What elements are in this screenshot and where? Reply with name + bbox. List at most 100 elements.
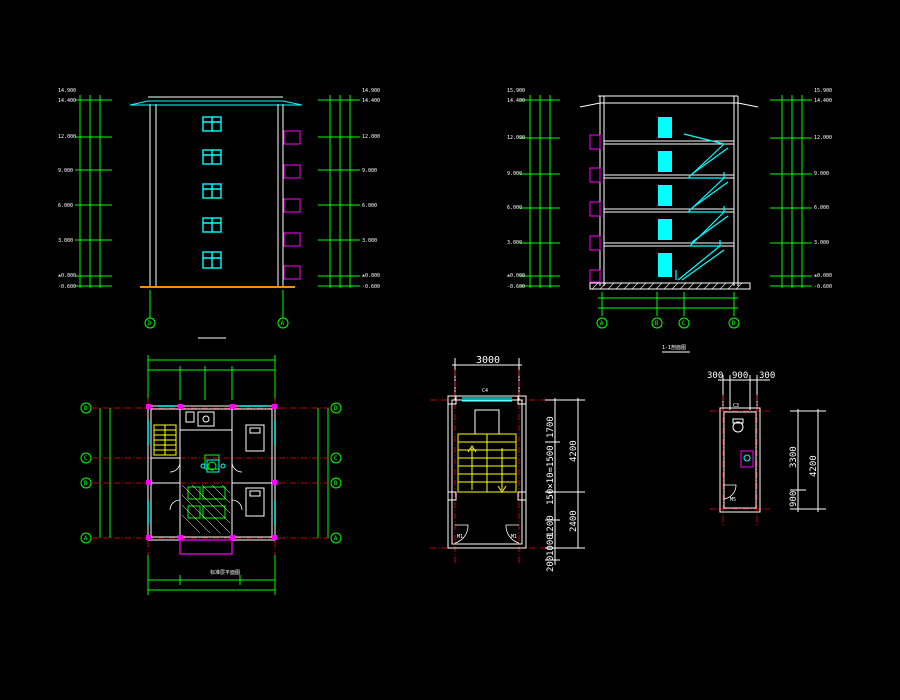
level-label: ±0.000	[58, 273, 76, 279]
section-drawing: 15.900 14.400 12.000 9.000 6.000 3.000 ±…	[507, 88, 832, 353]
level-label: 9.000	[507, 171, 522, 177]
axis-label-d: D	[148, 320, 152, 327]
level-label: -0.600	[362, 284, 380, 290]
axis-label: A	[84, 535, 88, 542]
level-label: 6.000	[362, 203, 377, 209]
level-label: 12.000	[362, 134, 380, 140]
axis-label: D	[84, 405, 88, 412]
level-label: 14.900	[58, 88, 76, 94]
toilet-fixtures	[732, 418, 754, 468]
plan-doors	[169, 461, 243, 511]
toilet-top-dim: 900	[732, 371, 748, 381]
plan-living-hatch	[181, 484, 231, 534]
stair-dim-labels: 1700 150×10=1500 1200 1000 200 4200 2400	[546, 416, 579, 572]
level-label: 3.000	[58, 238, 73, 244]
level-label: 14.400	[814, 98, 832, 104]
stair-right-dimensions	[545, 398, 585, 565]
level-label: 9.000	[814, 171, 829, 177]
toilet-top-dimension	[718, 375, 770, 410]
front-elevation: 14.900 14.400 12.000 9.000 6.000 3.000 ±…	[58, 88, 380, 339]
stair-top-dim: 3000	[476, 355, 500, 366]
section-windows	[658, 117, 672, 277]
plan-balcony	[179, 539, 233, 555]
stair-window-label: C4	[482, 388, 488, 394]
level-label: 12.000	[507, 135, 525, 141]
axis-label: A	[334, 535, 338, 542]
stair-door-label: M1	[457, 534, 463, 540]
section-stairs	[675, 133, 729, 281]
level-label: 15.900	[507, 88, 525, 94]
window	[202, 149, 222, 165]
level-label: 6.000	[507, 205, 522, 211]
dim-label: 1700	[546, 416, 556, 438]
plan-top-dimensions	[147, 355, 276, 400]
plan-kitchen	[185, 411, 215, 427]
level-label: 12.000	[814, 135, 832, 141]
elevation-right-levels: 14.900 14.400 12.000 9.000 6.000 3.000 ±…	[362, 88, 380, 290]
toilet-dim-upper: 3300	[789, 446, 799, 468]
axis-label: C	[84, 455, 88, 462]
elevation-windows	[202, 116, 222, 269]
toilet-dim-total: 4200	[809, 455, 819, 477]
level-label: 6.000	[58, 203, 73, 209]
level-label: -0.600	[814, 284, 832, 290]
dim-label: 2400	[569, 510, 579, 532]
dim-label: 1200	[546, 515, 556, 537]
toilet-door	[723, 484, 737, 500]
dim-label: 200	[546, 556, 556, 572]
elevation-left-dimensions	[75, 95, 112, 288]
level-label: -0.600	[58, 284, 76, 290]
elevation-roof-eave	[129, 100, 303, 106]
level-label: 12.000	[58, 134, 76, 140]
toilet-top-dim: 300	[707, 371, 723, 381]
section-right-levels: 15.900 14.400 12.000 9.000 6.000 3.000 ±…	[814, 88, 832, 290]
stair-flights	[457, 433, 517, 493]
toilet-detail: 300 900 300 C3 M5 3300 90	[707, 371, 826, 525]
section-axis-markers: A B C D	[596, 317, 740, 329]
plan-beds	[245, 424, 265, 517]
axis-label: A	[600, 320, 604, 327]
elevation-axis-markers: D A	[144, 290, 289, 339]
axis-label: D	[732, 320, 736, 327]
section-left-levels: 15.900 14.400 12.000 9.000 6.000 3.000 ±…	[507, 88, 525, 290]
elevation-left-levels: 14.900 14.400 12.000 9.000 6.000 3.000 ±…	[58, 88, 76, 290]
axis-label: B	[655, 320, 659, 327]
axis-label: D	[334, 405, 338, 412]
window	[202, 217, 222, 233]
level-label: 9.000	[58, 168, 73, 174]
section-ground	[589, 282, 751, 290]
dim-label: 1000	[546, 534, 556, 556]
axis-label: C	[334, 455, 338, 462]
elevation-balconies	[283, 130, 301, 280]
stair-doors	[454, 524, 520, 544]
level-label: 3.000	[362, 238, 377, 244]
axis-label: B	[334, 480, 338, 487]
plan-title: 标准层平面图	[210, 569, 240, 576]
section-right-dimensions	[770, 95, 812, 288]
window	[202, 251, 222, 269]
plan-stair	[153, 424, 177, 456]
section-roof-eave	[579, 102, 759, 108]
plan-side-dimensions	[99, 408, 329, 538]
level-label: ±0.000	[362, 273, 380, 279]
window	[202, 183, 222, 199]
plan-dining-table	[200, 459, 226, 473]
floor-plan: D C B A D C B A	[80, 355, 342, 595]
stair-columns	[447, 395, 527, 501]
level-label: ±0.000	[507, 273, 525, 279]
level-label: -0.600	[507, 284, 525, 290]
level-label: 6.000	[814, 205, 829, 211]
axis-label-a: A	[281, 320, 285, 327]
level-label: 14.400	[362, 98, 380, 104]
plan-axis-markers: D C B A D C B A	[80, 402, 342, 544]
plan-bottom-dimensions	[147, 555, 276, 595]
toilet-right-dimensions	[790, 409, 826, 512]
level-label: 3.000	[814, 240, 829, 246]
dim-label: 150×10=1500	[546, 445, 556, 505]
level-label: 9.000	[362, 168, 377, 174]
stair-walls	[447, 395, 527, 549]
toilet-axis-lines	[710, 395, 770, 525]
stair-window-top	[462, 397, 512, 402]
axis-label: B	[84, 480, 88, 487]
